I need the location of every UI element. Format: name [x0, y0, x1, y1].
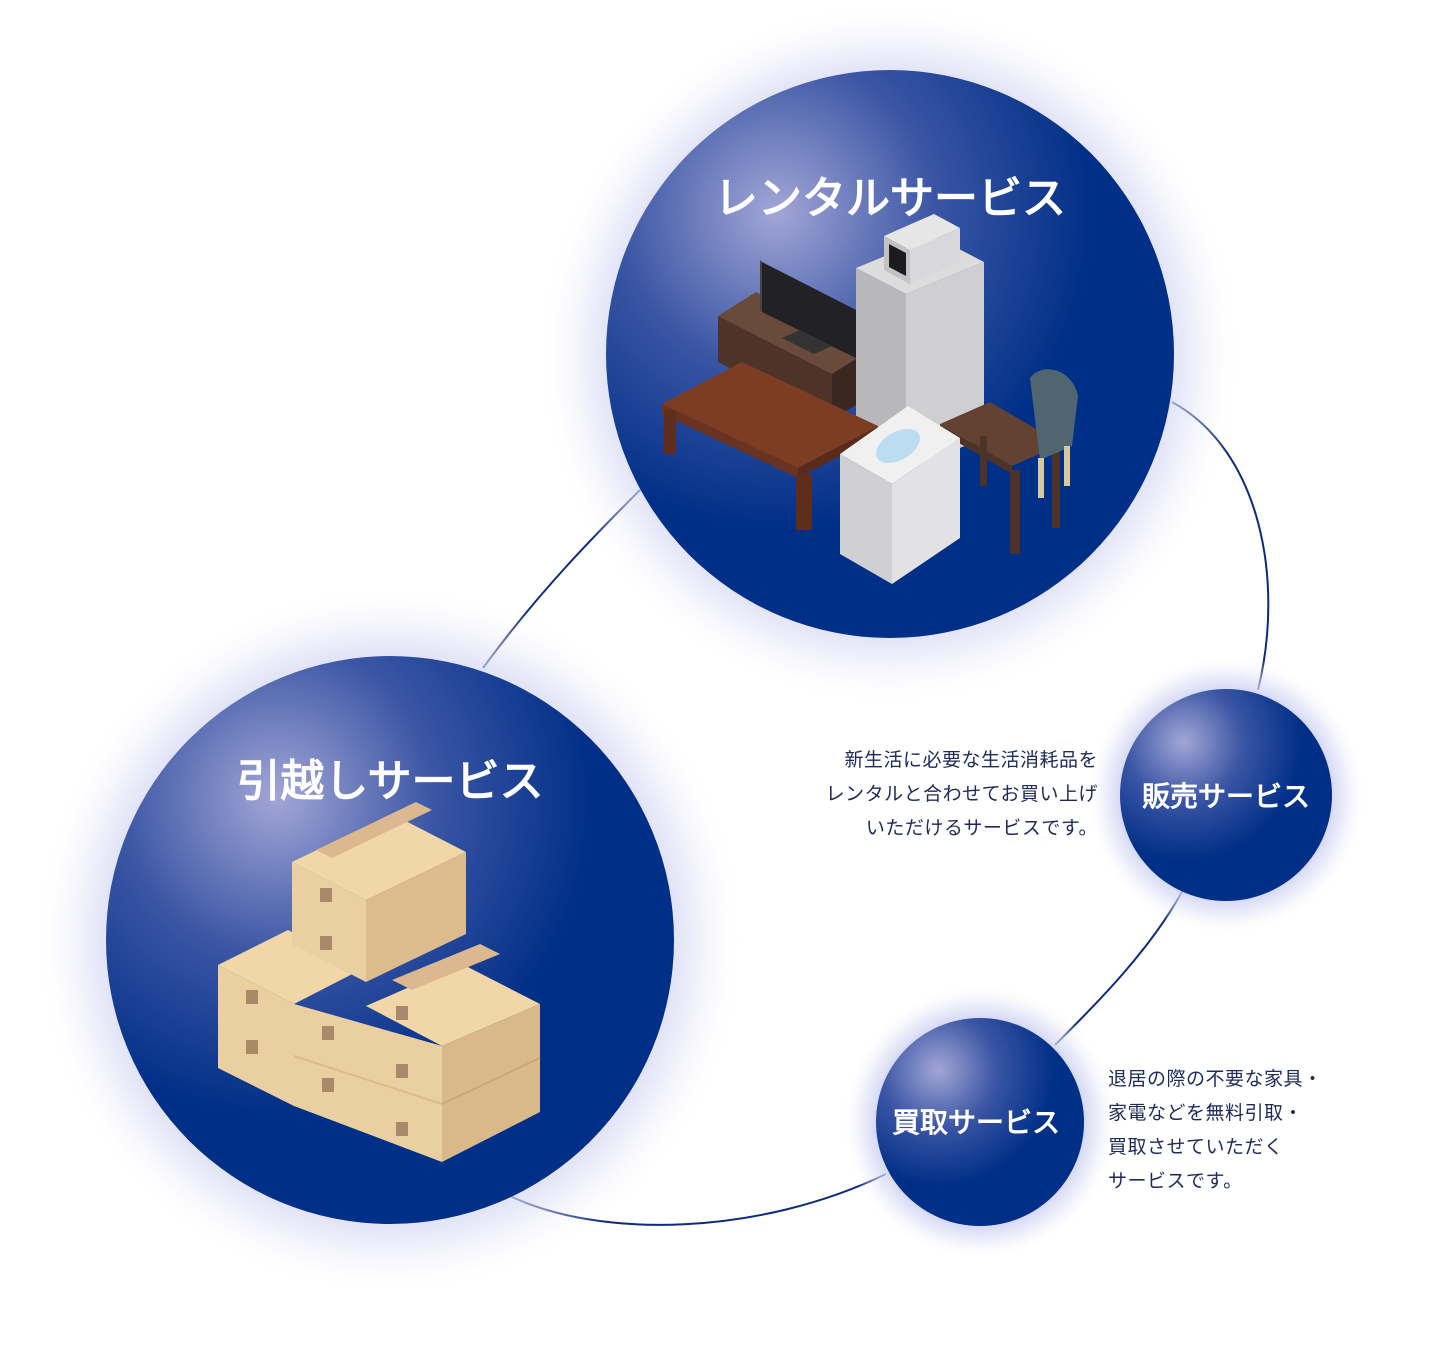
sales-description-line: レンタルと合わせてお買い上げ	[825, 783, 1098, 805]
cardboard-boxes-illustration	[218, 802, 541, 1162]
buyback-description-line: 家電などを無料引取・	[1108, 1102, 1304, 1124]
sales-description-line: 新生活に必要な生活消耗品を	[844, 749, 1098, 771]
sales-circle[interactable]	[1120, 689, 1332, 901]
buyback-description-line: サービスです。	[1108, 1170, 1243, 1192]
furniture-appliances-illustration	[662, 214, 1078, 584]
sales-description: 新生活に必要な生活消耗品を レンタルと合わせてお買い上げ いただけるサービスです…	[760, 743, 1098, 845]
buyback-circle[interactable]	[876, 1018, 1084, 1226]
moving-title: 引越しサービス	[236, 756, 543, 807]
buyback-description-line: 買取させていただく	[1108, 1136, 1284, 1158]
buyback-title: 買取サービス	[892, 1106, 1060, 1139]
rental-title: レンタルサービス	[714, 173, 1066, 224]
sales-description-line: いただけるサービスです。	[865, 817, 1098, 839]
sales-title: 販売サービス	[1142, 780, 1310, 813]
buyback-description-line: 退居の際の不要な家具・	[1108, 1068, 1323, 1090]
buyback-description: 退居の際の不要な家具・ 家電などを無料引取・ 買取させていただく サービスです。	[1108, 1062, 1428, 1198]
